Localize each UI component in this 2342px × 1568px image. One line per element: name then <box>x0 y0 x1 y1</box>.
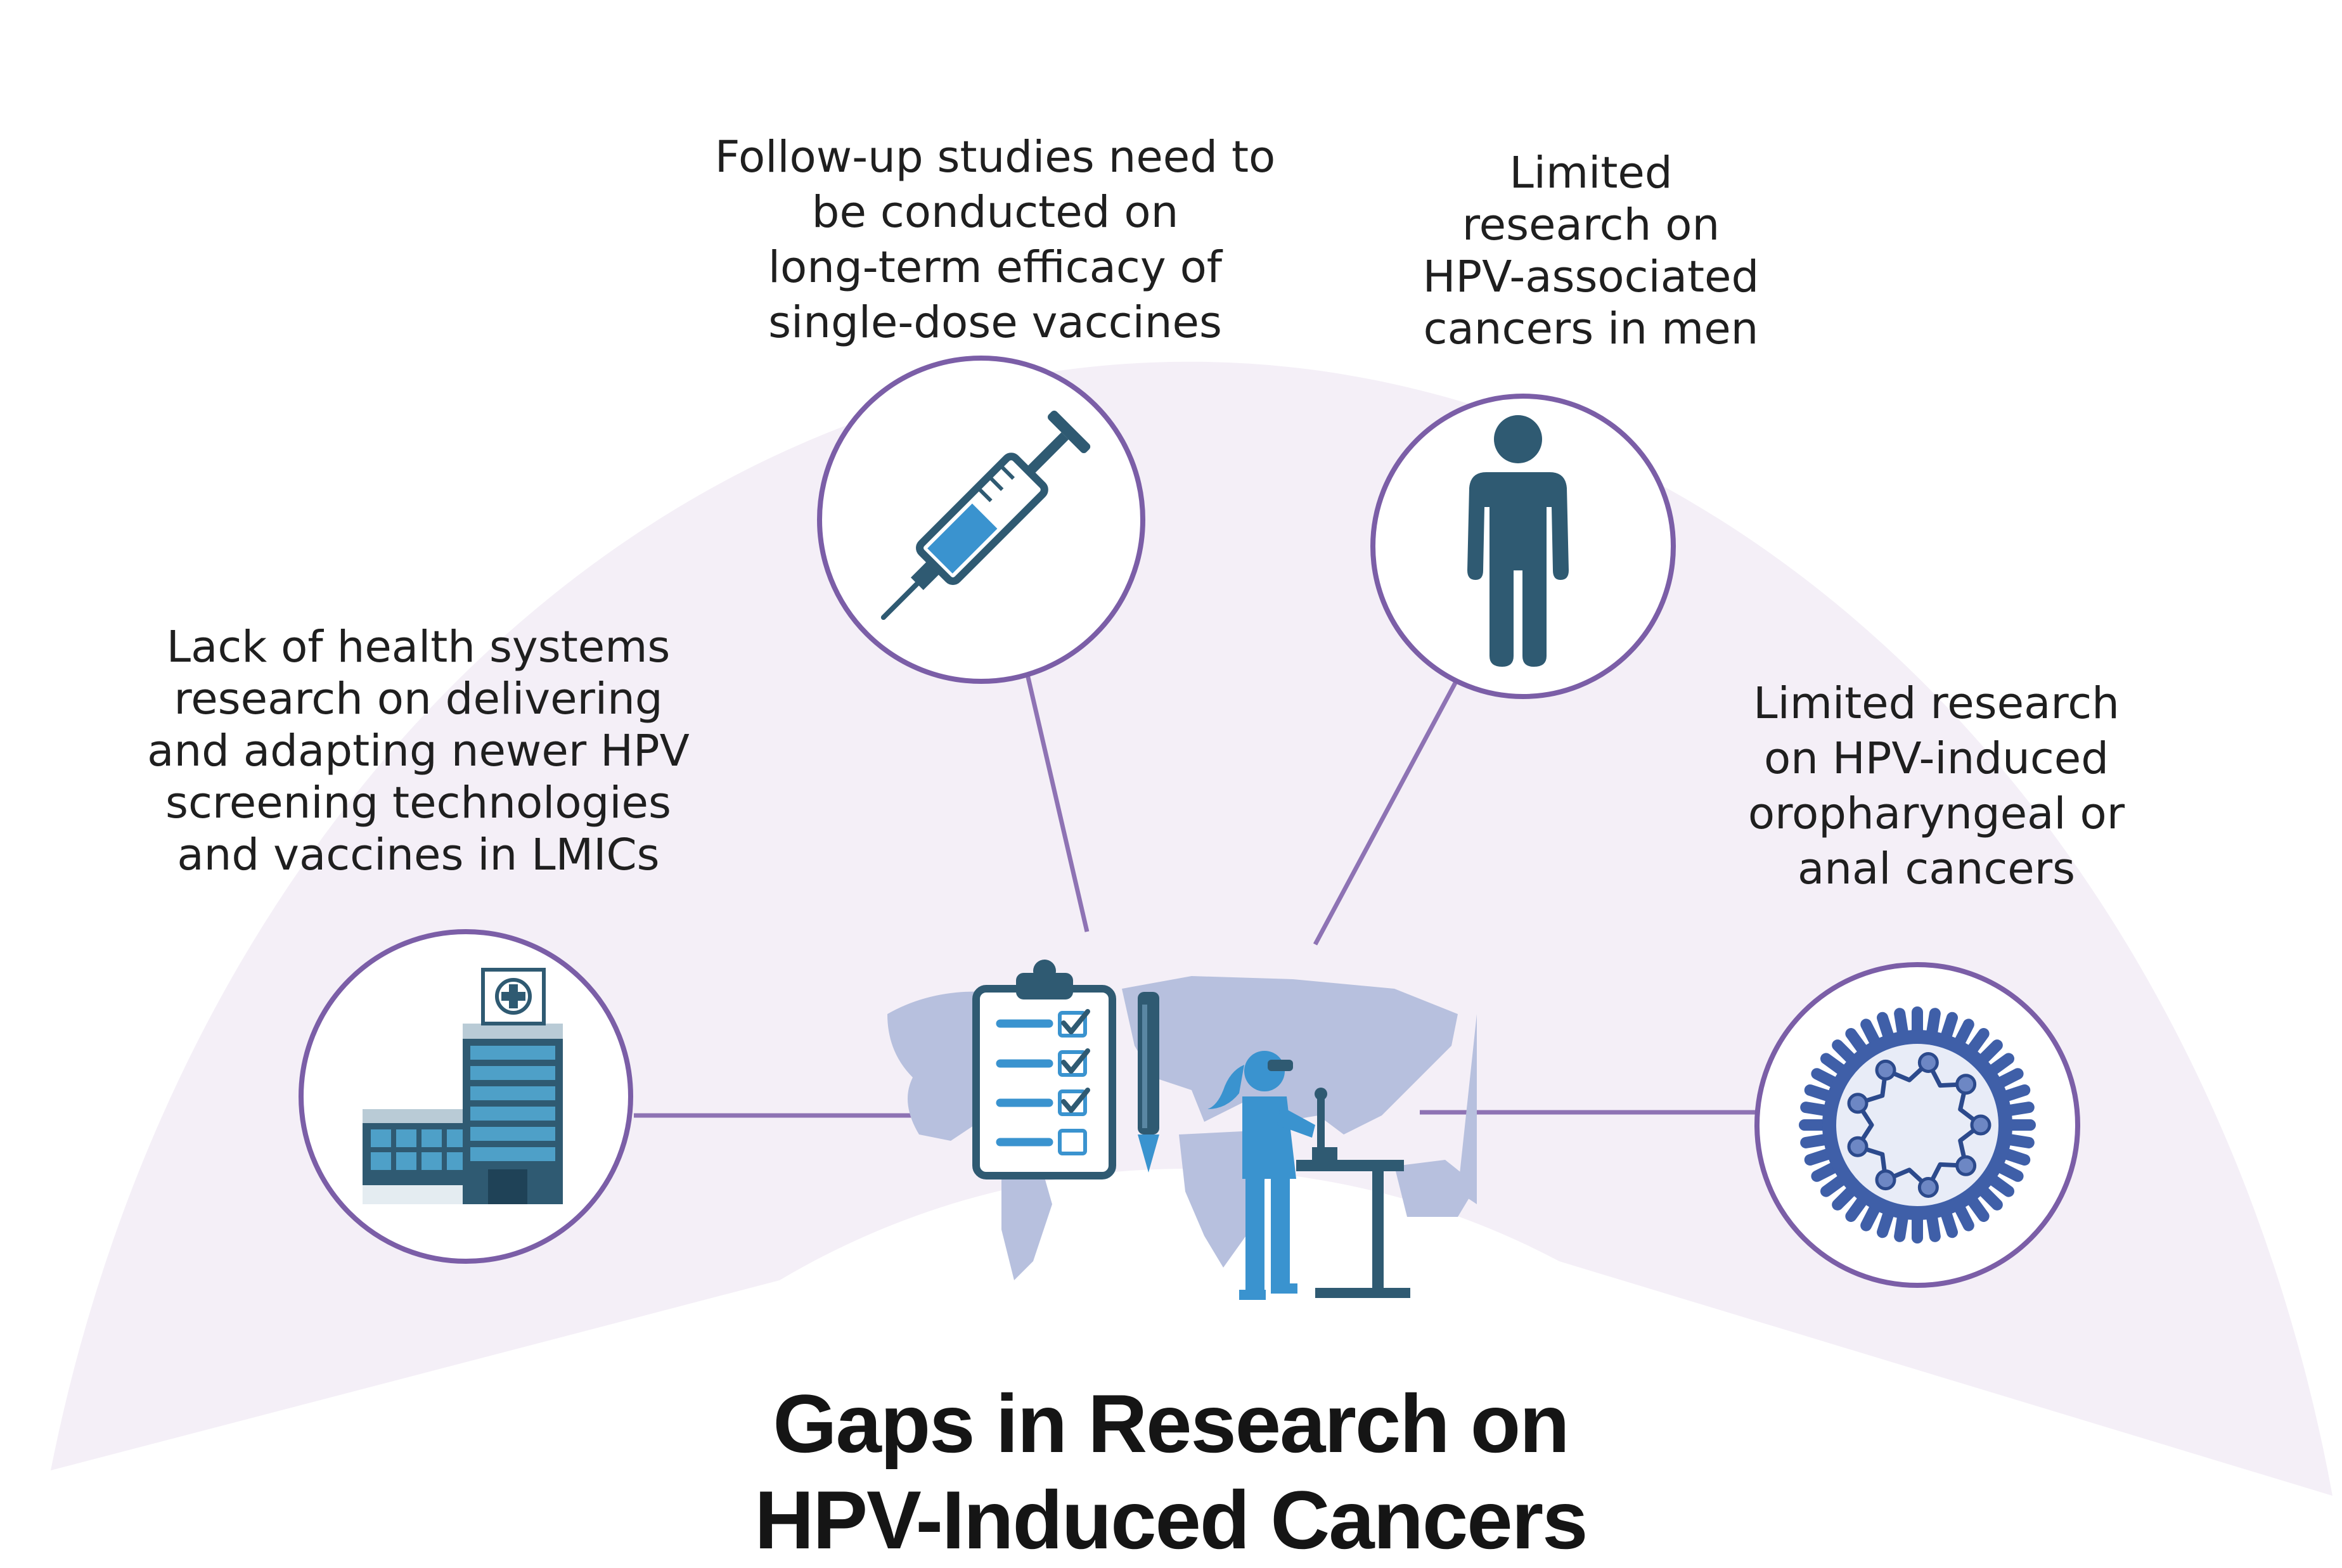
connector-syringe <box>1024 671 1090 932</box>
gap-men-line-4: cancers in men <box>1423 304 1759 354</box>
connector-lines <box>634 671 1756 1118</box>
gap-men-line-2: research on <box>1462 200 1720 250</box>
gap-label-men: Limited research on HPV-associated cance… <box>1274 147 1908 355</box>
gap-men-line-3: HPV-associated <box>1422 252 1760 302</box>
virus-capsomere <box>1875 1059 1896 1081</box>
gap-health-line-2: research on delivering <box>174 674 663 724</box>
gap-dose-line-1: Follow-up studies need to <box>714 132 1276 183</box>
pencil-icon <box>1138 992 1159 1173</box>
hospital-building-icon <box>363 968 563 1204</box>
female-researcher-microscope-icon <box>1207 1051 1410 1300</box>
title-line-2: HPV-Induced Cancers <box>754 1474 1588 1566</box>
virus-capsomere <box>1970 1114 1991 1136</box>
virus-capsomere <box>1955 1074 1977 1095</box>
virus-capsomere <box>1847 1136 1869 1157</box>
gap-health-line-5: and vaccines in LMICs <box>177 830 660 880</box>
virus-dna-strand <box>1855 1060 1983 1190</box>
gap-dose-line-2: be conducted on <box>811 187 1179 238</box>
gap-oro-line-3: oropharyngeal or <box>1747 788 2125 839</box>
man-person-icon <box>1467 415 1569 667</box>
gap-oro-line-2: on HPV-induced <box>1763 733 2109 784</box>
hpv-virus-icon <box>1799 1006 2036 1243</box>
virus-capsomere <box>1955 1155 1977 1176</box>
clipboard-checklist-icon <box>972 960 1116 1179</box>
gap-label-single-dose: Follow-up studies need to be conducted o… <box>678 130 1312 350</box>
syringe-icon <box>880 410 1091 620</box>
gap-dose-line-3: long-term efficacy of <box>768 242 1223 293</box>
diagram-title: Gaps in Research on HPV-Induced Cancers <box>537 1375 1805 1568</box>
gap-health-line-1: Lack of health systems <box>166 622 671 672</box>
virus-capsomere <box>1917 1176 1939 1198</box>
virus-capsomere <box>1847 1093 1869 1114</box>
gap-health-line-3: and adapting newer HPV <box>147 726 690 776</box>
gap-label-oropharyngeal: Limited research on HPV-induced orophary… <box>1619 676 2253 897</box>
gap-dose-line-4: single-dose vaccines <box>768 297 1222 348</box>
virus-capsomere <box>1875 1169 1896 1191</box>
fan-background <box>51 361 2332 1496</box>
virus-capsomere <box>1917 1052 1939 1074</box>
gap-oro-line-4: anal cancers <box>1797 844 2076 894</box>
gap-health-line-4: screening technologies <box>165 778 671 828</box>
gap-men-line-1: Limited <box>1509 148 1673 198</box>
title-line-1: Gaps in Research on <box>773 1377 1569 1470</box>
gap-oro-line-1: Limited research <box>1753 678 2120 729</box>
gap-label-health-systems: Lack of health systems research on deliv… <box>101 621 735 881</box>
connector-man <box>1313 677 1460 946</box>
